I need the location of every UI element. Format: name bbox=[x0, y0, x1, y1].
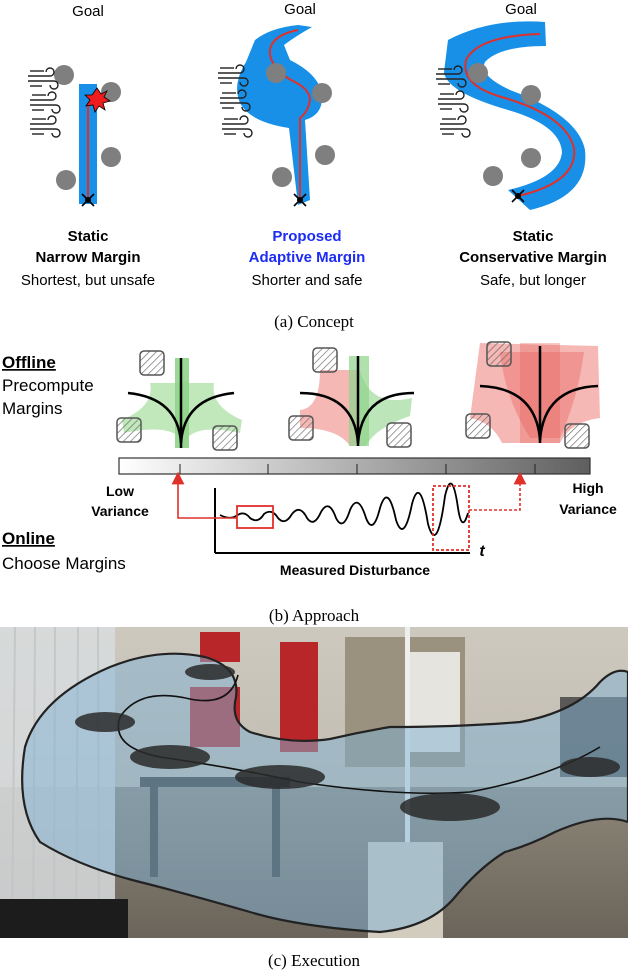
axis-t-label: t bbox=[479, 543, 485, 560]
high-variance-label: Variance bbox=[559, 501, 617, 517]
online-line1: Choose Margins bbox=[2, 554, 126, 573]
offline-line1: Precompute bbox=[2, 376, 94, 395]
panel-title: Adaptive Margin bbox=[249, 249, 366, 266]
obstacle-box bbox=[465, 413, 491, 439]
obstacle bbox=[101, 82, 121, 102]
obstacle bbox=[272, 167, 292, 187]
panel-subtitle: Shorter and safe bbox=[252, 272, 363, 289]
panel-title: Narrow Margin bbox=[35, 249, 140, 266]
obstacle bbox=[521, 148, 541, 168]
wind-icon bbox=[27, 67, 59, 90]
approach-panel: Offline Precompute Margins bbox=[2, 341, 617, 625]
execution-photo bbox=[0, 627, 628, 938]
obstacle bbox=[315, 145, 335, 165]
obstacle-box bbox=[486, 341, 512, 367]
goal-label: Goal bbox=[505, 1, 537, 18]
trajectory bbox=[464, 33, 576, 197]
wind-icon bbox=[221, 115, 253, 138]
panel-subtitle: Shortest, but unsafe bbox=[21, 272, 155, 289]
panel-title: Static bbox=[513, 228, 554, 245]
obstacle bbox=[312, 83, 332, 103]
obstacle-box bbox=[116, 417, 142, 443]
panel-narrow: Goal Static Narrow Margin Shortest, but … bbox=[21, 3, 155, 289]
high-arrow bbox=[469, 471, 527, 511]
corridor-overlay bbox=[21, 652, 628, 934]
obstacle-box bbox=[386, 422, 412, 448]
high-variance-label: High bbox=[572, 480, 603, 496]
bin bbox=[0, 899, 128, 938]
wind-icon bbox=[29, 91, 61, 114]
variance-ticks bbox=[179, 464, 536, 474]
obstacle bbox=[483, 166, 503, 186]
obstacle bbox=[521, 85, 541, 105]
panel-title: Proposed bbox=[272, 228, 341, 245]
wind-icon bbox=[29, 115, 61, 138]
obstacle-box bbox=[288, 415, 314, 441]
obstacle bbox=[56, 170, 76, 190]
caption-approach: (b) Approach bbox=[269, 606, 360, 625]
obstacle-box bbox=[564, 423, 590, 449]
panel-conservative: Goal Static Conservative Margin Safe, bu… bbox=[435, 1, 607, 289]
low-arrow bbox=[171, 471, 237, 519]
panel-adaptive: Goal Proposed Adaptive Margin Shorter an… bbox=[217, 1, 366, 289]
obstacle bbox=[468, 63, 488, 83]
obstacle-box bbox=[312, 347, 338, 373]
panel-subtitle: Safe, but longer bbox=[480, 272, 586, 289]
obstacle-box bbox=[212, 425, 238, 451]
margin-tree-mid bbox=[288, 347, 415, 448]
obstacle-box bbox=[139, 350, 165, 376]
low-variance-label: Low bbox=[106, 483, 134, 499]
execution-trajectory bbox=[117, 674, 601, 795]
low-window bbox=[236, 505, 274, 529]
margin-tree-low bbox=[116, 350, 242, 451]
obstacle bbox=[54, 65, 74, 85]
panel-title: Conservative Margin bbox=[459, 249, 607, 266]
obstacle bbox=[101, 147, 121, 167]
caption-concept: (a) Concept bbox=[274, 312, 354, 331]
goal-label: Goal bbox=[72, 3, 104, 20]
wind-icon bbox=[439, 115, 471, 138]
low-variance-label: Variance bbox=[91, 503, 149, 519]
disturbance-signal bbox=[219, 482, 469, 537]
goal-label: Goal bbox=[284, 1, 316, 18]
panel-title: Static bbox=[68, 228, 109, 245]
obstacle bbox=[266, 63, 286, 83]
drone-icon bbox=[75, 664, 620, 821]
caption-execution: (c) Execution bbox=[267, 951, 361, 970]
wind-icon bbox=[437, 90, 469, 113]
high-window bbox=[432, 485, 470, 551]
variance-bar bbox=[118, 457, 591, 475]
margin-tree-high bbox=[465, 341, 600, 449]
offline-title: Offline bbox=[2, 353, 56, 372]
online-title: Online bbox=[2, 529, 55, 548]
offline-line2: Margins bbox=[2, 399, 62, 418]
conservative-margin bbox=[444, 21, 586, 211]
concept-panel: Goal Static Narrow Margin Shortest, but … bbox=[21, 1, 607, 331]
measured-disturbance-label: Measured Disturbance bbox=[280, 562, 430, 578]
collision-icon bbox=[84, 87, 111, 113]
trajectory bbox=[268, 29, 312, 200]
